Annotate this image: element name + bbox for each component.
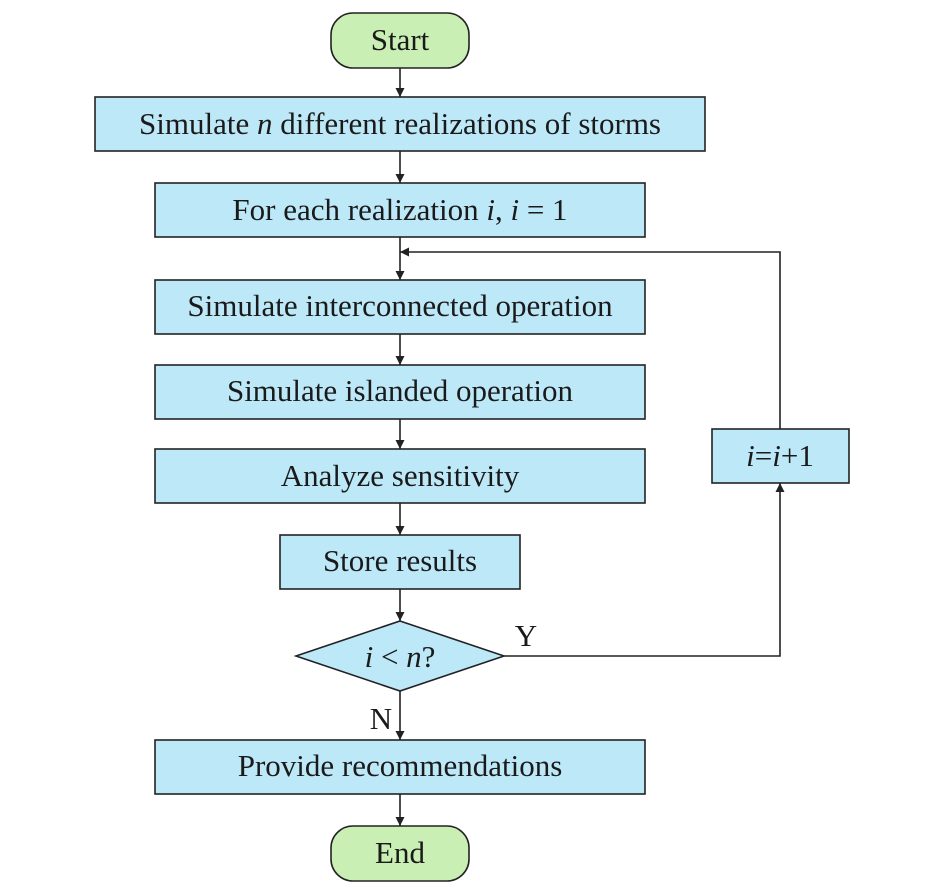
interconnected-operation-box: Simulate interconnected operation [154,279,646,335]
yes-label: Y [515,618,537,653]
provide-recommendations-box: Provide recommendations [154,739,646,795]
store-results-label: Store results [323,543,477,578]
decision-label: i < n? [365,639,436,674]
no-label: N [370,701,392,736]
for-each-realization-label: For each realization i, i = 1 [232,192,567,227]
simulate-storms-box: Simulate n different realizations of sto… [94,96,706,152]
provide-recommendations-label: Provide recommendations [238,748,563,783]
analyze-sensitivity-box: Analyze sensitivity [154,448,646,504]
start-node: Start [330,12,470,69]
interconnected-operation-label: Simulate interconnected operation [187,288,613,323]
for-each-realization-box: For each realization i, i = 1 [154,182,646,238]
end-label: End [375,835,425,870]
increment-box: i=i+1 [711,428,850,484]
analyze-sensitivity-label: Analyze sensitivity [281,458,520,493]
islanded-operation-box: Simulate islanded operation [154,364,646,420]
increment-label: i=i+1 [746,438,814,473]
decision-diamond: i < n? [293,620,507,692]
end-node: End [330,825,470,882]
arrow-increment-to-loop [400,247,781,429]
start-label: Start [371,22,430,57]
islanded-operation-label: Simulate islanded operation [227,373,574,408]
simulate-storms-label: Simulate n different realizations of sto… [139,106,661,141]
store-results-box: Store results [279,534,521,590]
arrow-decision-yes-to-increment [504,483,785,657]
